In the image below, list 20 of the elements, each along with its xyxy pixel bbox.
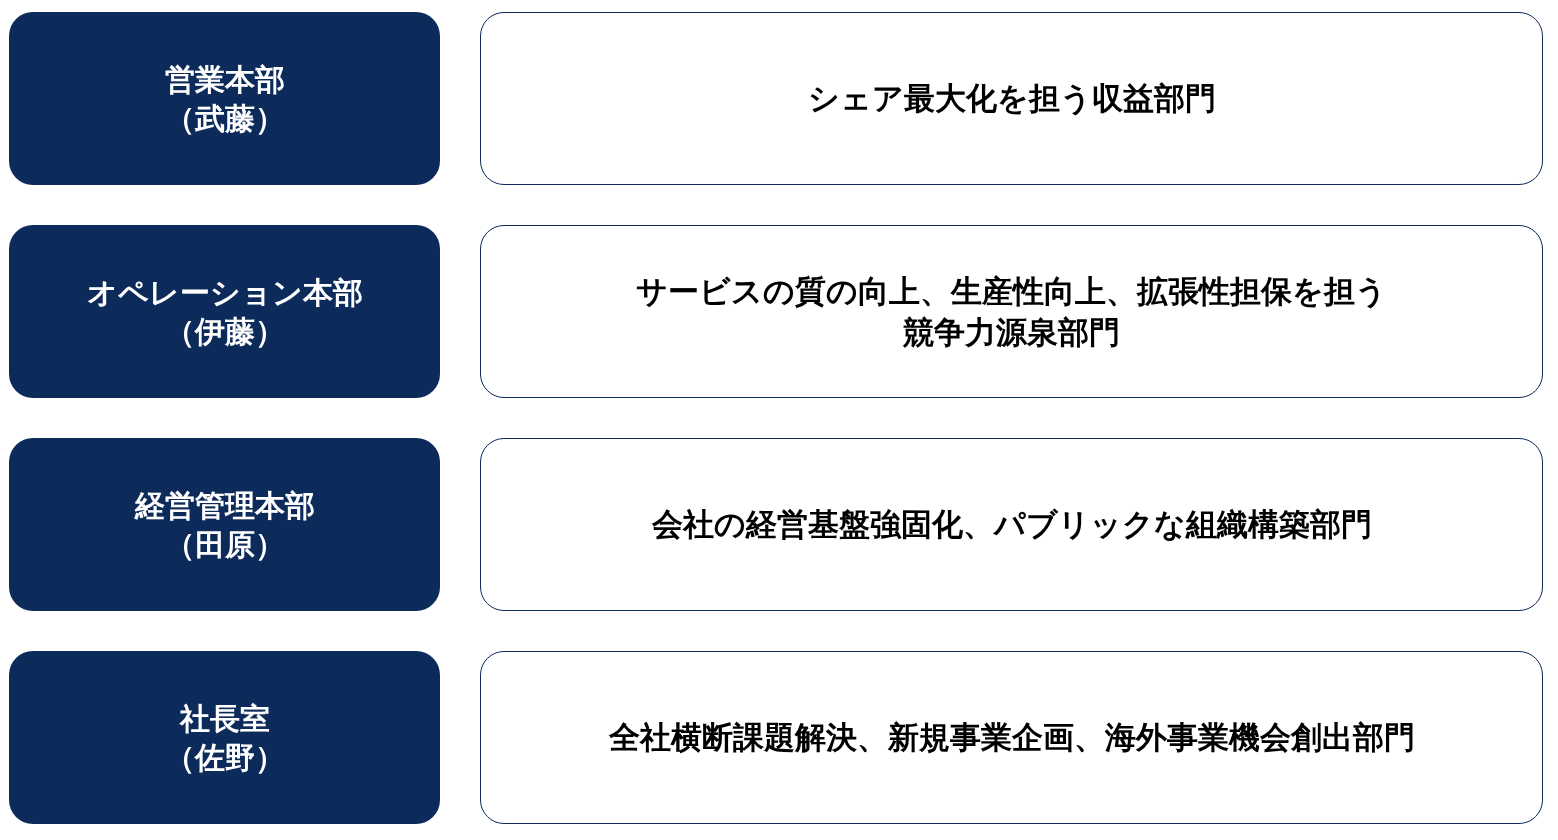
description-box (480, 225, 1543, 398)
department-name: 営業本部 (164, 60, 285, 99)
department-description: 全社横断課題解決、新規事業企画、海外事業機会創出部門 (608, 718, 1415, 758)
department-name: オペレーション本部 (86, 273, 363, 312)
description-box (480, 12, 1543, 185)
description-box (480, 438, 1543, 611)
department-name: 社長室 (179, 699, 270, 738)
manager-name: （伊藤） (164, 312, 285, 351)
department-box (9, 12, 440, 185)
department-description: サービスの質の向上、生産性向上、拡張性担保を担う競争力源泉部門 (635, 272, 1388, 352)
manager-name: （佐野） (164, 738, 285, 777)
department-box (9, 225, 440, 398)
description-box (480, 651, 1543, 824)
department-description: シェア最大化を担う収益部門 (807, 79, 1216, 119)
manager-name: （武藤） (164, 99, 285, 138)
manager-name: （田原） (164, 525, 285, 564)
department-box (9, 438, 440, 611)
department-name: 経営管理本部 (134, 486, 315, 525)
department-description: 会社の経営基盤強固化、パブリックな組織構築部門 (651, 505, 1372, 545)
department-box (9, 651, 440, 824)
